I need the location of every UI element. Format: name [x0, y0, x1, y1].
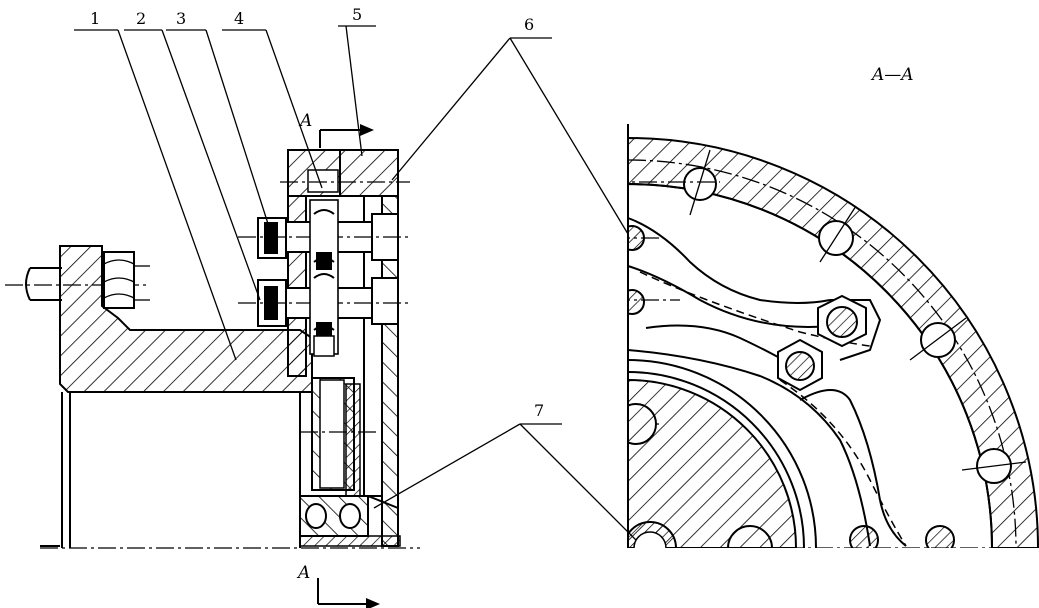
hub-body: [59, 245, 313, 548]
part-label-5: 5: [352, 5, 362, 24]
center-bearing: [627, 521, 677, 548]
leader-lines: [74, 25, 637, 541]
spring-elements: [309, 199, 339, 357]
part-label-7: 7: [534, 401, 544, 420]
left-section-view: A A 1 2 3: [5, 5, 637, 608]
elastic-lever: [627, 217, 907, 547]
section-letter-bottom: A: [296, 563, 310, 583]
hub-bolt-nut: [103, 251, 150, 309]
part-label-6: 6: [524, 15, 534, 34]
right-section-view: [627, 124, 1039, 548]
section-view-title: A—A: [870, 65, 914, 85]
section-marker-bottom: A: [296, 563, 380, 608]
section-marker-top: A: [298, 111, 374, 148]
ring-bolt-holes: [683, 149, 1027, 484]
inner-ring: [300, 377, 380, 497]
part-label-4: 4: [234, 9, 244, 28]
part-label-2: 2: [136, 9, 146, 28]
section-letter-top: A: [298, 111, 312, 131]
lever-nuts: [777, 294, 867, 392]
part-label-3: 3: [176, 9, 186, 28]
bearing: [299, 495, 401, 547]
part-label-1: 1: [90, 9, 100, 28]
